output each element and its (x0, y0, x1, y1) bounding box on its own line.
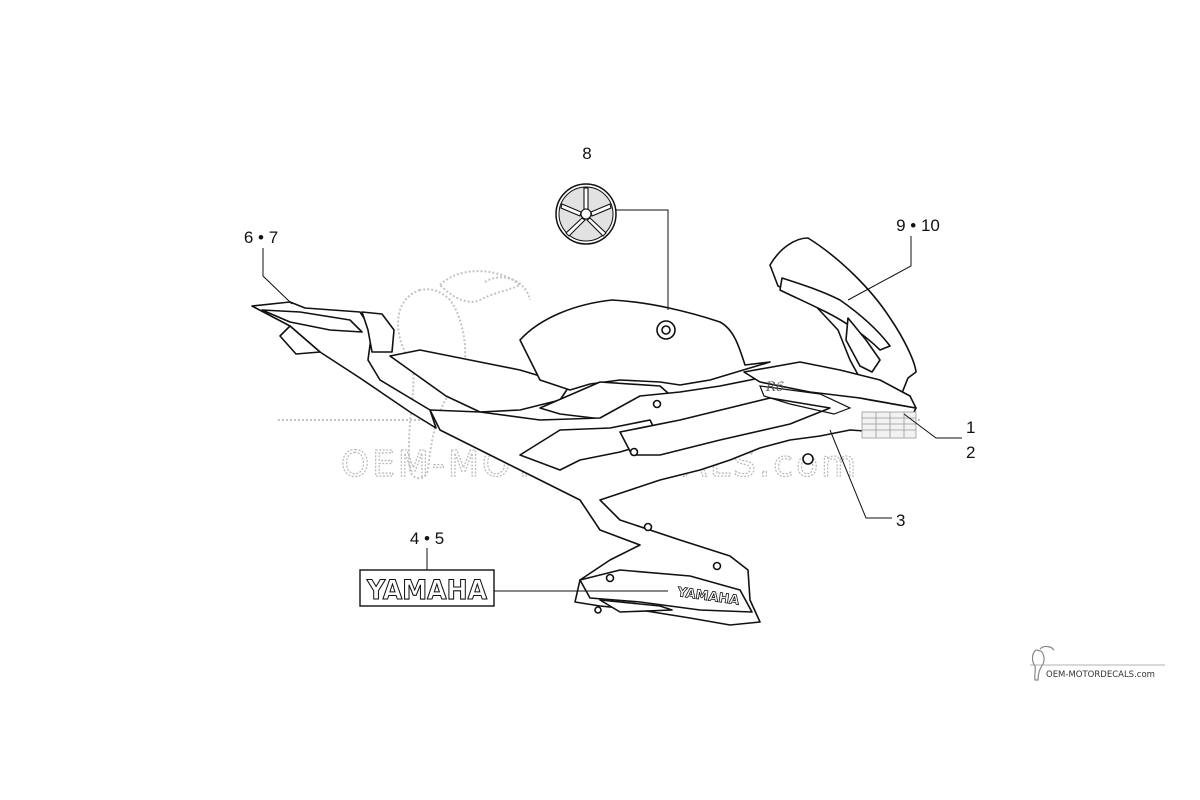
tuning-fork-icon (560, 187, 612, 237)
side-fairing-part (429, 377, 917, 626)
yamaha-decal-text: YAMAHA (366, 575, 487, 606)
leader-line-910 (847, 236, 912, 301)
callout-8: 8 (582, 144, 591, 163)
front-cowl-part (743, 237, 917, 409)
callout-6-7: 6 • 7 (244, 228, 278, 247)
yamaha-logo-decal: YAMAHA (359, 569, 495, 607)
callout-2: 2 (966, 443, 975, 462)
callout-9-10: 9 • 10 (896, 216, 940, 235)
callout-1: 1 (966, 418, 975, 437)
leader-line-1 (903, 413, 962, 439)
model-script-decal: R6 (765, 380, 784, 395)
callout-4-5: 4 • 5 (410, 529, 444, 548)
callout-labels: 1 2 3 4 • 5 6 • 7 8 9 • 10 (244, 144, 976, 548)
fairing-grid-decal (861, 411, 917, 439)
leader-line-67 (262, 248, 293, 305)
bird-logo-icon (1031, 645, 1055, 681)
corner-watermark-text: OEM-MOTORDECALS.com (1046, 670, 1155, 680)
corner-watermark: OEM-MOTORDECALS.com (1030, 645, 1165, 681)
tuning-fork-emblem-decal (555, 183, 617, 245)
leader-lines (262, 209, 962, 592)
leader-line-3 (829, 429, 892, 519)
tail-cowl-part (251, 301, 437, 429)
leader-line-8 (616, 209, 669, 310)
callout-3: 3 (896, 511, 905, 530)
